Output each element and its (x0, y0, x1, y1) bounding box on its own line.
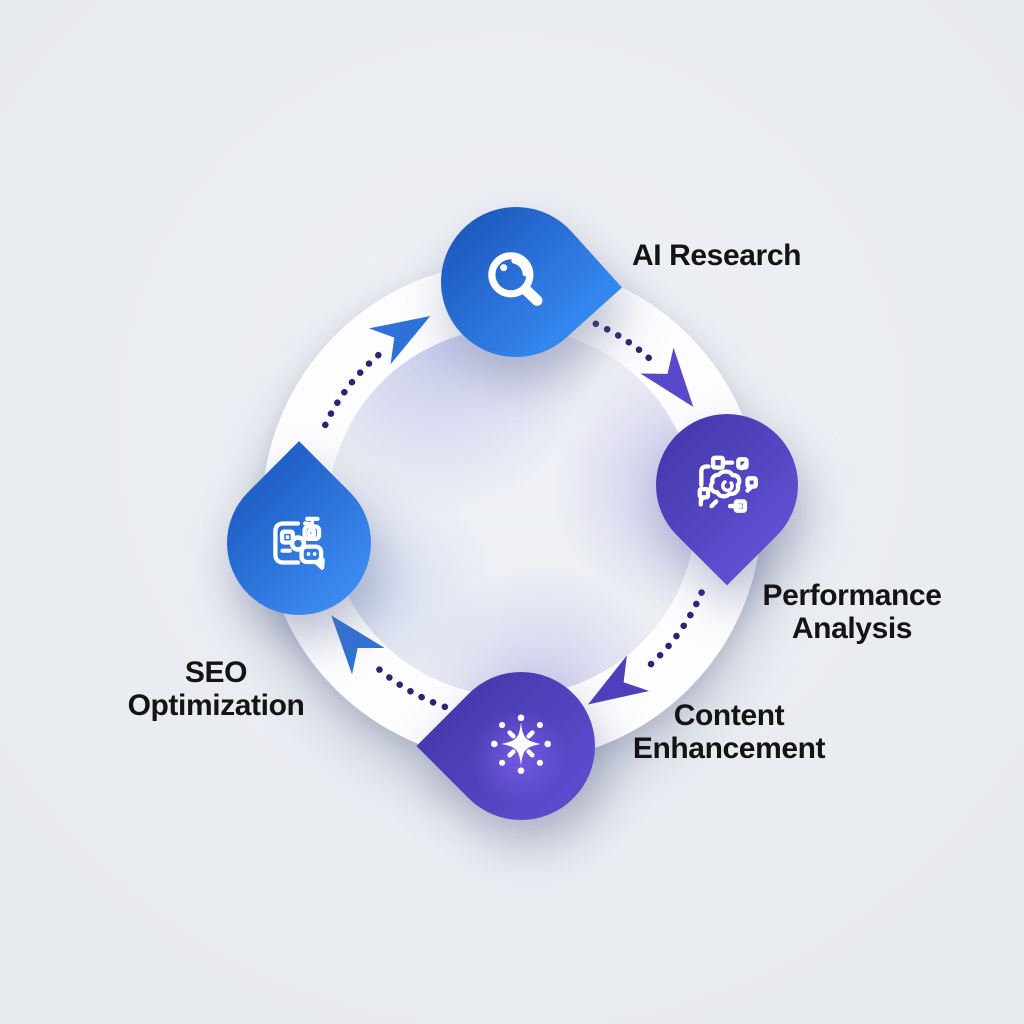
node-performance-analysis-shape (626, 384, 828, 586)
node-seo-optimization (197, 441, 401, 645)
sparkle-icon (491, 714, 551, 774)
node-ai-research (410, 176, 622, 388)
node-performance-analysis (626, 384, 828, 586)
qr-chat-icon (273, 516, 325, 570)
ai-chip-icon-box (656, 414, 798, 556)
magnifier-icon-box (441, 207, 591, 357)
label-performance-analysis: Performance Analysis (762, 579, 942, 645)
qr-chat-icon-box (227, 471, 371, 615)
label-ai-research: AI Research (632, 239, 802, 272)
ai-chip-icon (697, 455, 758, 513)
sparkle-icon-box (447, 672, 595, 820)
node-content-enhancement (416, 641, 626, 851)
ring-inner-glow (328, 328, 696, 696)
label-content-enhancement: Content Enhancement (632, 699, 826, 765)
label-seo-optimization: SEO Optimization (127, 656, 305, 722)
node-content-enhancement-shape (416, 641, 626, 851)
magnifier-icon (488, 252, 543, 306)
node-seo-optimization-shape (197, 441, 401, 645)
node-ai-research-shape (410, 176, 622, 388)
